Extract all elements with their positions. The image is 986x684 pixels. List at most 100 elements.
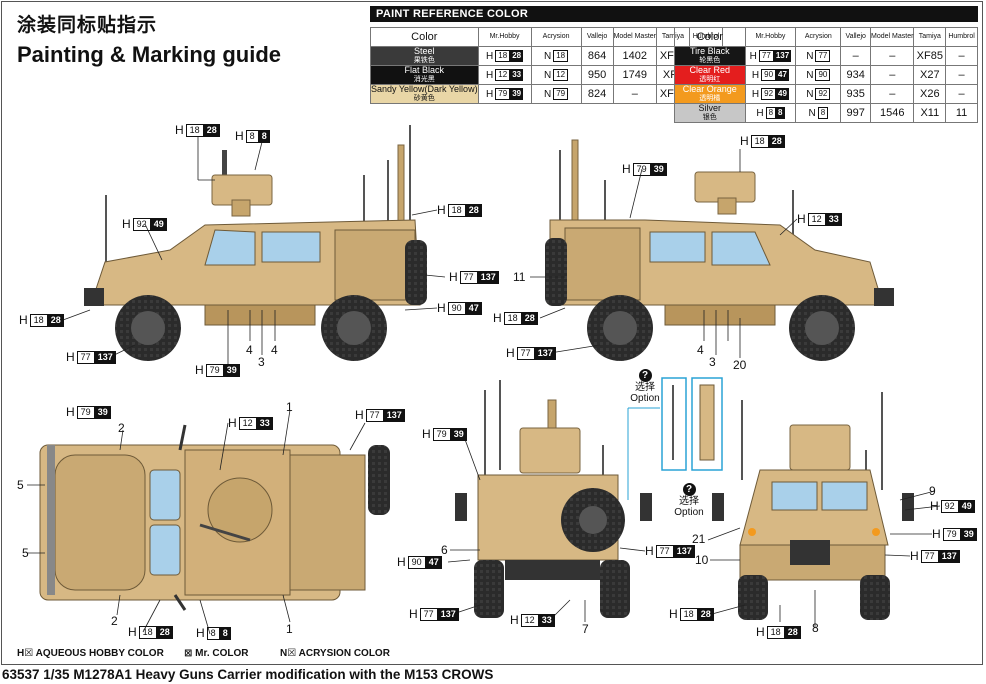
paint-value-cell: 1546 xyxy=(870,103,915,123)
rear-view xyxy=(455,380,652,618)
paint-value-cell: 11 xyxy=(945,103,978,123)
part-number: 4 xyxy=(271,343,278,357)
question-icon: ? xyxy=(682,483,696,496)
option-insets xyxy=(627,377,723,500)
legend-mr-color: ⊠ Mr. COLOR xyxy=(184,648,249,659)
part-number: 21 xyxy=(692,532,706,546)
part-number: 5 xyxy=(22,546,29,560)
column-header: Acrysion xyxy=(795,27,842,47)
part-number: 11 xyxy=(513,270,526,284)
front-view xyxy=(712,392,914,620)
part-number: 7 xyxy=(582,622,589,636)
top-view xyxy=(39,424,390,611)
color-swatch: Sandy Yellow(Dark Yellow)砂黄色 xyxy=(370,84,479,104)
part-number: 20 xyxy=(733,358,747,372)
page-frame xyxy=(1,1,983,665)
option-marker: ? 选择 Option xyxy=(630,369,660,404)
paint-value-cell: 1749 xyxy=(612,65,657,85)
box-icon: ☒ xyxy=(24,648,34,659)
paint-reference-heading: PAINT REFERENCE COLOR xyxy=(370,6,978,22)
paint-value-cell: – xyxy=(870,46,915,66)
footer-caption: 63537 1/35 M1278A1 Heavy Guns Carrier mo… xyxy=(2,667,494,682)
part-number: 5 xyxy=(17,478,24,492)
title-english: Painting & Marking guide xyxy=(17,42,282,67)
paint-value-cell: – xyxy=(945,84,978,104)
question-icon: ? xyxy=(638,369,652,382)
part-number: 10 xyxy=(695,553,709,567)
legend-aqueous: H☒ AQUEOUS HOBBY COLOR xyxy=(17,648,164,659)
title-chinese: 涂装同标贴指示 xyxy=(17,14,158,36)
part-number: 2 xyxy=(118,421,125,435)
hobby-prefix: H xyxy=(175,123,184,137)
part-number: 3 xyxy=(709,355,716,369)
side-view-left xyxy=(84,125,427,361)
part-number: 4 xyxy=(697,343,704,357)
part-number: 9 xyxy=(929,484,936,498)
part-number: 2 xyxy=(111,614,118,628)
paint-value-cell: 934 xyxy=(840,65,872,85)
part-number: 1 xyxy=(286,400,293,414)
box-icon: ☒ xyxy=(287,648,297,659)
side-view-right xyxy=(545,139,894,361)
paint-value-cell: X11 xyxy=(913,103,947,123)
option-marker: ? 选择 Option xyxy=(674,483,704,518)
part-number: 8 xyxy=(812,621,819,635)
paint-value-cell: – xyxy=(612,84,657,104)
paint-value-cell: 950 xyxy=(580,65,614,85)
paint-value-cell: 997 xyxy=(840,103,872,123)
part-number: 1 xyxy=(286,622,293,636)
paint-value-cell: X27 xyxy=(913,65,947,85)
legend-acrysion: N☒ ACRYSION COLOR xyxy=(280,648,390,659)
part-number: 6 xyxy=(441,543,448,557)
paint-value-cell: X26 xyxy=(913,84,947,104)
part-number: 4 xyxy=(246,343,253,357)
